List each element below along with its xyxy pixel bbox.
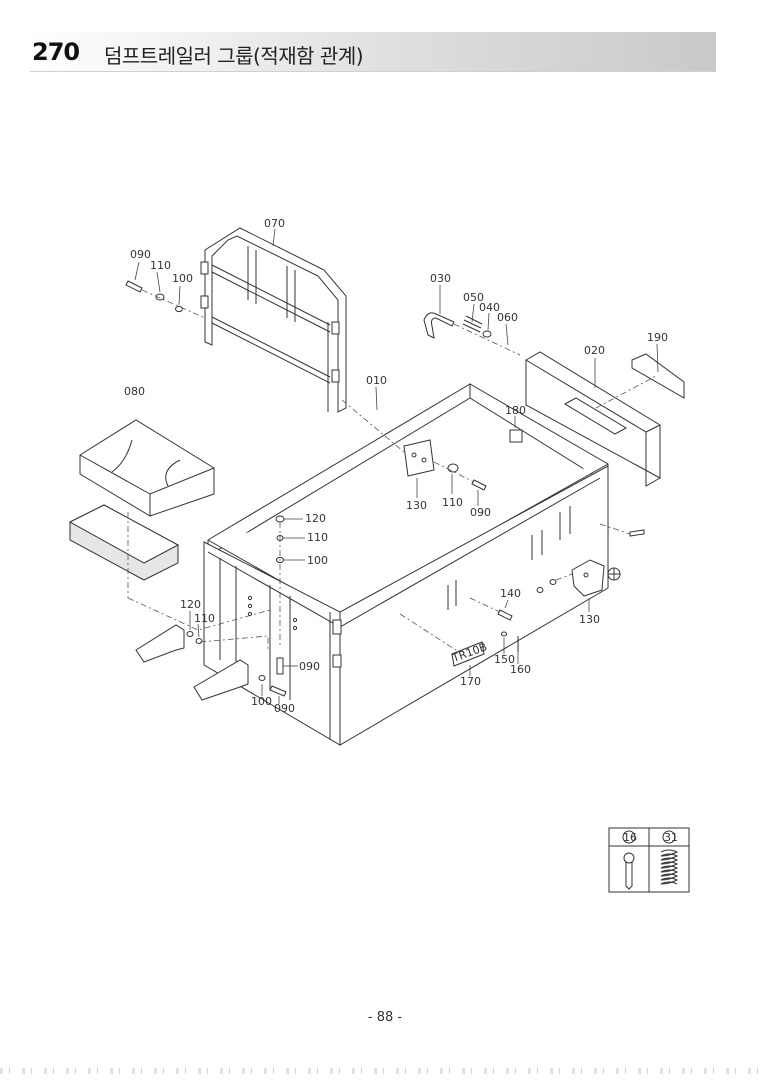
callout-090: 090 xyxy=(470,506,491,519)
callout-170: 170 xyxy=(460,675,481,688)
legend-number-16: 16 xyxy=(623,831,637,844)
page-number: - 88 - xyxy=(367,1010,403,1025)
section-title: 덤프트레일러 그룹(적재함 관계) xyxy=(104,44,364,68)
callout-020: 020 xyxy=(584,344,605,357)
callout-100: 100 xyxy=(307,554,328,567)
headboard-fasteners xyxy=(125,280,206,319)
callout-190: 190 xyxy=(647,331,668,344)
headboard-frame xyxy=(200,227,347,413)
callout-110: 110 xyxy=(150,259,171,272)
callout-110: 110 xyxy=(307,531,328,544)
split-pin-icon xyxy=(623,852,635,890)
callout-030: 030 xyxy=(430,272,451,285)
callout-080: 080 xyxy=(124,385,145,398)
hinge-bracket-rear xyxy=(341,399,487,491)
hinge-bracket-right xyxy=(469,523,645,621)
callout-070: 070 xyxy=(264,217,285,230)
legend-number-31: 31 xyxy=(664,831,678,844)
callout-090: 090 xyxy=(299,660,320,673)
callout-180: 180 xyxy=(505,404,526,417)
callout-090: 090 xyxy=(130,248,151,261)
callout-060: 060 xyxy=(497,311,518,324)
header-band xyxy=(30,32,716,72)
callout-120: 120 xyxy=(180,598,201,611)
callout-160: 160 xyxy=(510,663,531,676)
dump-body xyxy=(203,383,609,746)
callout-130: 130 xyxy=(406,499,427,512)
callout-090: 090 xyxy=(274,702,295,715)
callout-110: 110 xyxy=(194,612,215,625)
standard-parts-legend: 16 31 xyxy=(608,827,690,893)
callout-010: 010 xyxy=(366,374,387,387)
callout-100: 100 xyxy=(251,695,272,708)
callout-050: 050 xyxy=(463,291,484,304)
header-rule xyxy=(30,71,716,72)
callout-140: 140 xyxy=(500,587,521,600)
handle-assembly xyxy=(423,312,521,356)
side-board xyxy=(509,351,685,487)
center-fasteners xyxy=(275,515,305,675)
seat-cushion xyxy=(68,419,215,598)
callout-120: 120 xyxy=(305,512,326,525)
callout-040: 040 xyxy=(479,301,500,314)
callout-110: 110 xyxy=(442,496,463,509)
callout-150: 150 xyxy=(494,653,515,666)
callout-100: 100 xyxy=(172,272,193,285)
callout-130: 130 xyxy=(579,613,600,626)
scan-edge-strip xyxy=(0,1068,770,1074)
coil-spring-icon xyxy=(660,849,679,885)
mud-flap-brackets xyxy=(127,597,287,701)
section-number: 270 xyxy=(32,38,80,66)
